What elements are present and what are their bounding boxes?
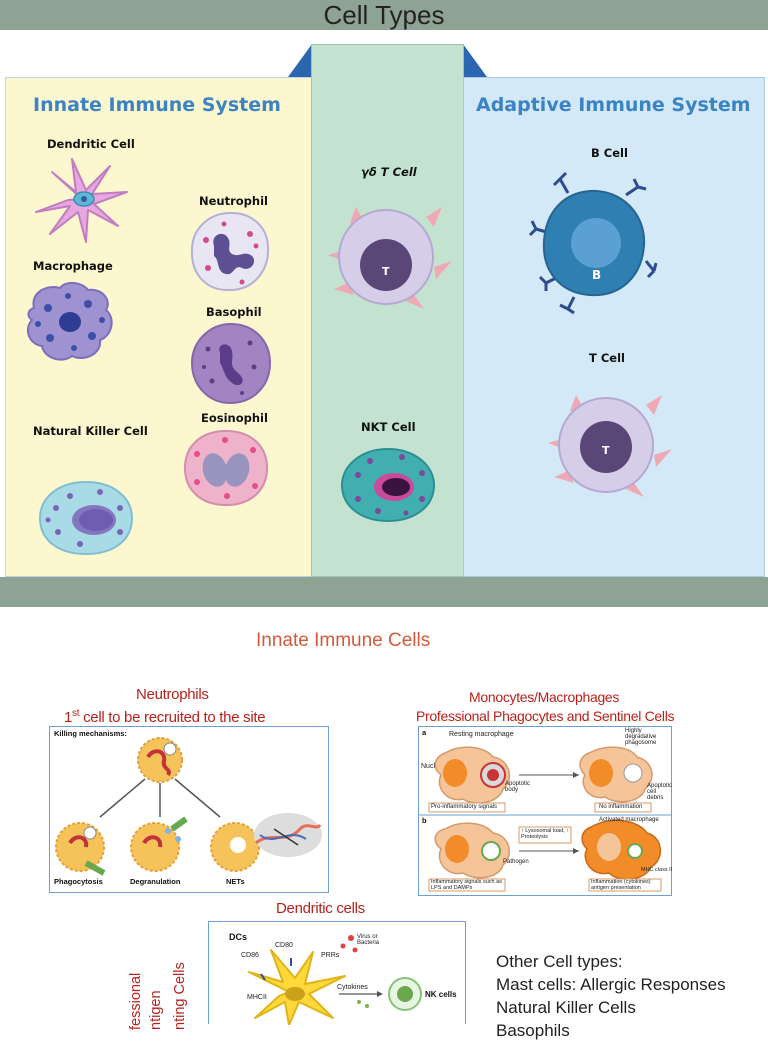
- section-divider-bar: [0, 577, 768, 607]
- neutrophil-killing-diagram: [55, 737, 322, 876]
- innate-title: Innate Immune System: [33, 94, 281, 116]
- innate-immune-cells-heading: Innate Immune Cells: [256, 630, 431, 651]
- apc-rotated-3: nting Cells: [172, 962, 188, 1030]
- gd-t-label: γδ T Cell: [361, 165, 417, 179]
- gd-t-cell-icon: [328, 207, 452, 309]
- apop-cell-label: Apoptotic cell debris: [647, 783, 673, 801]
- t-cell-icon: [548, 395, 672, 497]
- cd86-label: CD86: [241, 952, 259, 959]
- page-title: Cell Types: [323, 0, 445, 30]
- macrophage-diagram: [419, 746, 671, 892]
- inflam-out-label: Inflammation (cytokines) antigen present…: [591, 879, 651, 891]
- dendritic-figure: DCs CD80 CD86 PRRs Virus or Bacteria MHC…: [208, 921, 466, 1025]
- no-inflam-label: No inflammation: [599, 804, 643, 810]
- killing-heading: Killing mechanisms:: [54, 729, 127, 738]
- gd-t-letter: T: [382, 265, 390, 278]
- macrophage-cell-icon: [26, 282, 113, 361]
- other-item-mast: Mast cells: Allergic Responses: [496, 975, 726, 994]
- title-bar: Cell Types: [0, 0, 768, 30]
- nk-cells-label: NK cells: [425, 990, 457, 999]
- phagocytosis-label: Phagocytosis: [54, 877, 103, 886]
- basophil-cell-icon: [190, 322, 272, 405]
- mono-fig-a: a: [422, 728, 427, 737]
- monocytes-title: Monocytes/Macrophages: [469, 689, 620, 705]
- other-cell-types: Other Cell types: Mast cells: Allergic R…: [496, 950, 726, 1042]
- cell-types-panel: Innate Immune System Dendritic Cell Neut…: [0, 44, 768, 579]
- neutrophil-top-cell: [137, 737, 183, 783]
- neutrophils-subtitle: 1st cell to be recruited to the site: [64, 708, 266, 726]
- neutrophil-label: Neutrophil: [199, 194, 268, 208]
- dendritic-cell-icon: [35, 158, 128, 243]
- dendritic-cells-title: Dendritic cells: [276, 900, 365, 917]
- neutrophil-killing-figure: Killing mechanisms:: [49, 726, 329, 893]
- apoptotic-label: Apoptotic body: [505, 781, 531, 793]
- other-heading: Other Cell types:: [496, 952, 623, 971]
- degranulation-label: Degranulation: [130, 877, 181, 886]
- other-item-nk: Natural Killer Cells: [496, 998, 636, 1017]
- neutrophils-title: Neutrophils: [136, 686, 209, 703]
- prrs-label: PRRs: [321, 952, 340, 959]
- macrophage-figure: a Resting macrophage Highly degradative …: [418, 726, 672, 896]
- virus-label: Virus or Bacteria: [357, 934, 380, 946]
- nkt-label: NKT Cell: [361, 420, 416, 434]
- t-cell-label: T Cell: [589, 351, 625, 365]
- nk-label: Natural Killer Cell: [33, 424, 148, 438]
- nucleus-label: Nucleus: [421, 763, 447, 770]
- other-item-basophils: Basophils: [496, 1021, 570, 1040]
- b-cell-icon: [528, 171, 658, 315]
- eosinophil-label: Eosinophil: [201, 411, 268, 425]
- cytokines-label: Cytokines: [337, 984, 368, 991]
- middle-panel: γδ T Cell T NKT Cell: [311, 44, 464, 577]
- pathogen-label: Pathogen: [503, 859, 529, 865]
- arrow-left-top: [288, 44, 312, 77]
- resting-label: Resting macrophage: [449, 731, 514, 738]
- mhc-label: MHC class II: [641, 867, 673, 873]
- macrophage-label: Macrophage: [33, 259, 113, 273]
- adaptive-panel: Adaptive Immune System B Cell B T Cell: [463, 77, 765, 577]
- dendritic-label: Dendritic Cell: [47, 137, 135, 151]
- apc-rotated-2: ntigen: [148, 990, 164, 1030]
- b-cell-label: B Cell: [591, 146, 628, 160]
- nkt-cell-icon: [340, 447, 436, 523]
- mono-fig-b: b: [422, 816, 427, 825]
- basophil-label: Basophil: [206, 305, 262, 319]
- pro-inflam-label: Pro-inflammatory signals: [431, 804, 498, 810]
- cd80-label: CD80: [275, 942, 293, 949]
- arrow-right-top: [463, 44, 487, 77]
- inflam-sig-label: Inflammatory signals such as LPS and DAM…: [431, 879, 502, 891]
- innate-panel: Innate Immune System Dendritic Cell Neut…: [5, 77, 312, 577]
- apc-rotated-1: fessional: [128, 972, 144, 1030]
- nk-cell-icon: [38, 480, 134, 556]
- mhcii-label: MHCII: [247, 994, 267, 1001]
- dendritic-diagram: [248, 935, 422, 1025]
- monocytes-subtitle: Professional Phagocytes and Sentinel Cel…: [416, 708, 675, 724]
- nets-label: NETs: [226, 877, 245, 886]
- highly-label: Highly degradative phagosome: [625, 728, 657, 746]
- b-cell-letter: B: [592, 268, 602, 282]
- dcs-label: DCs: [229, 932, 248, 942]
- eosinophil-cell-icon: [183, 429, 269, 507]
- adaptive-title: Adaptive Immune System: [476, 94, 751, 116]
- activated-label: Activated macrophage: [599, 817, 659, 823]
- neutrophil-cell-icon: [190, 211, 270, 292]
- t-cell-letter: T: [602, 444, 610, 457]
- tlr-label: ↑ Lysosomal load, ↑ Proteolysis: [521, 828, 570, 840]
